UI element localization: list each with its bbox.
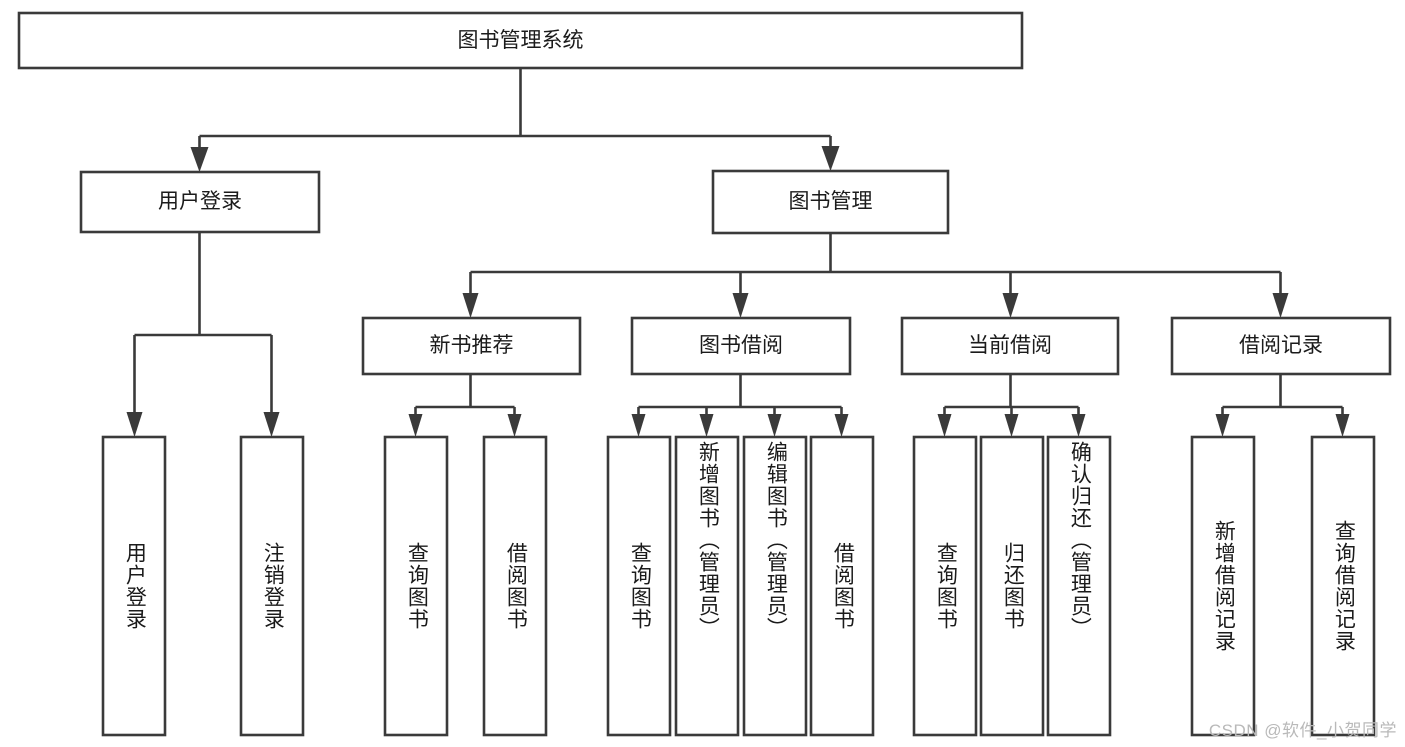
arrow-leaf-add-book xyxy=(699,414,714,437)
arrow-leaf-query-book-3 xyxy=(937,414,952,437)
node-leaf-query-record-box[interactable] xyxy=(1310,435,1376,737)
node-new-book-recommend[interactable]: 新书推荐 xyxy=(361,316,582,376)
arrow-to-borrow-record xyxy=(1272,293,1289,318)
node-leaf-return-book-box[interactable] xyxy=(979,435,1045,737)
arrow-leaf-edit-book xyxy=(767,414,782,437)
arrow-leaf-query-book-1 xyxy=(408,414,423,437)
arrow-leaf-logout-login xyxy=(263,412,280,437)
node-leaf-confirm-return-box[interactable] xyxy=(1046,435,1112,737)
arrow-leaf-borrow-book-1 xyxy=(507,414,522,437)
arrow-to-book-borrow xyxy=(732,293,749,318)
node-leaf-edit-book-box[interactable] xyxy=(742,435,808,737)
csdn-watermark: CSDN @软件_小贺同学 xyxy=(1208,721,1397,740)
arrow-leaf-borrow-book-2 xyxy=(834,414,849,437)
arrow-leaf-query-book-2 xyxy=(631,414,646,437)
node-leaf-borrow-book-2-box[interactable] xyxy=(809,435,875,737)
node-current-borrow[interactable]: 当前借阅 xyxy=(900,316,1120,376)
node-borrow-record-label: 借阅记录 xyxy=(1239,334,1323,357)
node-book-borrow-box[interactable] xyxy=(630,316,852,376)
node-leaf-borrow-book-1-box[interactable] xyxy=(482,435,548,737)
node-borrow-record-box[interactable] xyxy=(1170,316,1392,376)
node-leaf-add-book-box[interactable] xyxy=(674,435,740,737)
node-leaf-query-book-3-box[interactable] xyxy=(912,435,978,737)
node-book-manage-label: 图书管理 xyxy=(789,190,873,213)
node-leaf-logout-login-box[interactable] xyxy=(239,435,305,737)
arrow-leaf-confirm-return xyxy=(1071,414,1086,437)
node-leaf-query-book-2-box[interactable] xyxy=(606,435,672,737)
arrow-to-current-borrow xyxy=(1002,293,1019,318)
node-book-manage[interactable]: 图书管理 xyxy=(711,169,950,235)
arrow-leaf-return-book xyxy=(1004,414,1019,437)
node-book-manage-box[interactable] xyxy=(711,169,950,235)
arrow-leaf-user-login xyxy=(126,412,143,437)
node-leaf-user-login-box[interactable] xyxy=(101,435,167,737)
arrow-leaf-query-record xyxy=(1335,414,1350,437)
node-root-label: 图书管理系统 xyxy=(458,29,584,52)
node-new-book-recommend-box[interactable] xyxy=(361,316,582,376)
connector-group xyxy=(126,68,1350,437)
arrow-leaf-add-record xyxy=(1215,414,1230,437)
node-leaf-query-book-1-box[interactable] xyxy=(383,435,449,737)
node-book-borrow[interactable]: 图书借阅 xyxy=(630,316,852,376)
node-new-book-recommend-label: 新书推荐 xyxy=(430,334,514,357)
node-user-login[interactable]: 用户登录 xyxy=(79,170,321,234)
arrow-to-book-manage xyxy=(821,146,840,171)
node-borrow-record[interactable]: 借阅记录 xyxy=(1170,316,1392,376)
node-book-borrow-label: 图书借阅 xyxy=(699,334,783,357)
node-user-login-box[interactable] xyxy=(79,170,321,234)
node-user-login-label: 用户登录 xyxy=(158,190,242,213)
node-root-box[interactable] xyxy=(17,11,1024,70)
arrow-to-user-login xyxy=(190,147,209,172)
node-leaf-add-record-box[interactable] xyxy=(1190,435,1256,737)
node-current-borrow-label: 当前借阅 xyxy=(968,334,1052,357)
node-root[interactable]: 图书管理系统 xyxy=(17,11,1024,70)
node-current-borrow-box[interactable] xyxy=(900,316,1120,376)
arrow-to-new-book-recommend xyxy=(462,293,479,318)
